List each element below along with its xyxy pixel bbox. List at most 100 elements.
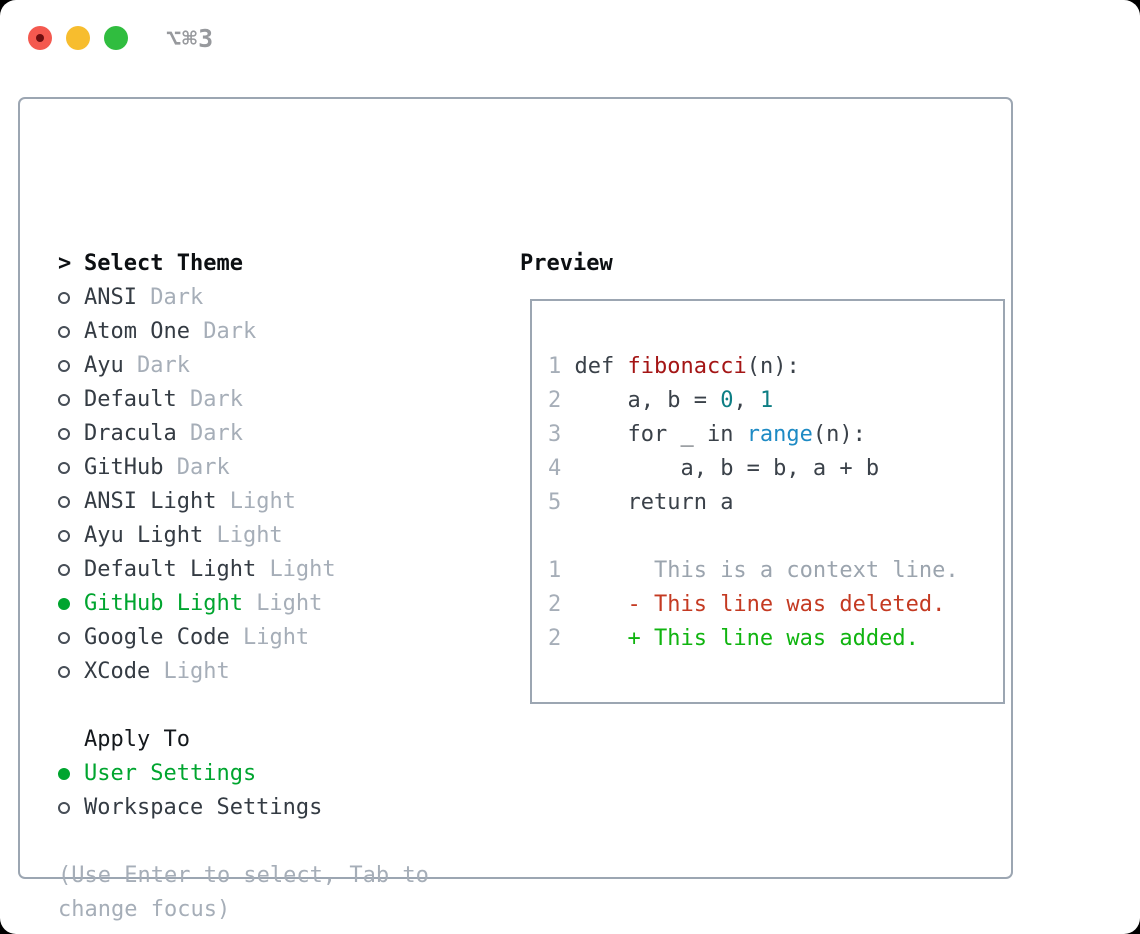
diff-lines: 1 This is a context line.2 - This line w… xyxy=(548,554,1003,656)
code-line: 1 def fibonacci(n): xyxy=(548,350,1003,384)
radio-cell xyxy=(58,496,84,508)
theme-option-ayu-light[interactable]: Ayu Light Light xyxy=(58,519,488,553)
theme-name: Default xyxy=(84,387,190,412)
theme-name: Default Light xyxy=(84,557,270,582)
code-line: 3 for _ in range(n): xyxy=(548,418,1003,452)
zoom-button[interactable] xyxy=(104,26,128,50)
theme-name: Atom One xyxy=(84,319,204,344)
radio-icon xyxy=(58,428,70,440)
minimize-button[interactable] xyxy=(66,26,90,50)
theme-option-atom-one[interactable]: Atom One Dark xyxy=(58,315,488,349)
theme-variant: Light xyxy=(163,659,230,684)
title-bar: ⌥⌘3 xyxy=(0,0,1140,76)
theme-option-github[interactable]: GitHub Dark xyxy=(58,451,488,485)
theme-option-ayu[interactable]: Ayu Dark xyxy=(58,349,488,383)
close-button[interactable] xyxy=(28,26,52,50)
code-token: (n): xyxy=(746,354,800,379)
line-number: 1 xyxy=(548,354,562,379)
code-line: 5 return a xyxy=(548,486,1003,520)
diff-line-deleted: 2 - This line was deleted. xyxy=(548,588,1003,622)
diff-line-context: 1 This is a context line. xyxy=(548,554,1003,588)
line-number: 2 xyxy=(548,626,562,651)
radio-selected-icon xyxy=(58,768,70,780)
theme-option-google-code[interactable]: Google Code Light xyxy=(58,621,488,655)
code-token: fibonacci xyxy=(627,354,747,379)
radio-cell xyxy=(58,428,84,440)
diff-line-added: 2 + This line was added. xyxy=(548,622,1003,656)
theme-variant: Dark xyxy=(203,319,257,344)
radio-icon xyxy=(58,564,70,576)
radio-selected-icon xyxy=(58,598,70,610)
traffic-lights xyxy=(28,26,128,50)
radio-cell xyxy=(58,462,84,474)
radio-icon xyxy=(58,360,70,372)
spacer xyxy=(58,825,488,859)
focus-prompt-icon: > xyxy=(58,251,72,276)
radio-icon xyxy=(58,530,70,542)
theme-option-ansi-light[interactable]: ANSI Light Light xyxy=(58,485,488,519)
line-number: 4 xyxy=(548,456,562,481)
line-number: 5 xyxy=(548,490,562,515)
radio-icon xyxy=(58,802,70,814)
apply-to-header: Apply To xyxy=(84,727,190,752)
theme-variant: Dark xyxy=(189,421,243,446)
theme-option-github-light[interactable]: GitHub Light Light xyxy=(58,587,488,621)
code-token: a, b = xyxy=(561,388,721,413)
diff-text: - This line was deleted. xyxy=(561,592,946,617)
code-token: for _ in xyxy=(561,422,747,447)
theme-name: Ayu xyxy=(84,353,137,378)
theme-option-xcode[interactable]: XCode Light xyxy=(58,655,488,689)
code-line: 2 a, b = 0, 1 xyxy=(548,384,1003,418)
diff-text: + This line was added. xyxy=(561,626,919,651)
apply-option-user-settings[interactable]: User Settings xyxy=(58,757,488,791)
line-number: 1 xyxy=(548,558,562,583)
theme-name: Google Code xyxy=(84,625,243,650)
radio-cell xyxy=(58,326,84,338)
theme-variant: Light xyxy=(256,591,323,616)
line-number: 3 xyxy=(548,422,562,447)
code-token: 0 xyxy=(720,388,734,413)
theme-option-default[interactable]: Default Dark xyxy=(58,383,488,417)
radio-icon xyxy=(58,326,70,338)
apply-option-label: Workspace Settings xyxy=(84,795,323,820)
apply-option-label: User Settings xyxy=(84,761,257,786)
radio-cell xyxy=(58,768,84,780)
code-token: range xyxy=(746,422,813,447)
theme-option-dracula[interactable]: Dracula Dark xyxy=(58,417,488,451)
code-token: 1 xyxy=(759,388,774,413)
theme-name: XCode xyxy=(84,659,164,684)
radio-cell xyxy=(58,598,84,610)
theme-variant: Dark xyxy=(150,285,204,310)
apply-option-workspace-settings[interactable]: Workspace Settings xyxy=(58,791,488,825)
code-token: (n): xyxy=(812,422,866,447)
theme-option-ansi[interactable]: ANSI Dark xyxy=(58,281,488,315)
radio-icon xyxy=(58,666,70,678)
code-token: return a xyxy=(561,490,734,515)
theme-variant: Dark xyxy=(189,387,243,412)
diff-text: This is a context line. xyxy=(561,558,959,583)
theme-name: GitHub xyxy=(84,455,177,480)
code-token: def xyxy=(561,354,628,379)
theme-variant: Light xyxy=(216,523,283,548)
theme-variant: Light xyxy=(229,489,296,514)
code-token: , xyxy=(733,388,760,413)
theme-name: ANSI Light xyxy=(84,489,230,514)
radio-icon xyxy=(58,292,70,304)
theme-option-default-light[interactable]: Default Light Light xyxy=(58,553,488,587)
radio-cell xyxy=(58,360,84,372)
theme-name: GitHub Light xyxy=(84,591,257,616)
theme-variant: Light xyxy=(269,557,336,582)
spacer xyxy=(58,689,488,723)
radio-icon xyxy=(58,496,70,508)
radio-cell xyxy=(58,666,84,678)
radio-cell xyxy=(58,564,84,576)
line-number: 2 xyxy=(548,388,562,413)
